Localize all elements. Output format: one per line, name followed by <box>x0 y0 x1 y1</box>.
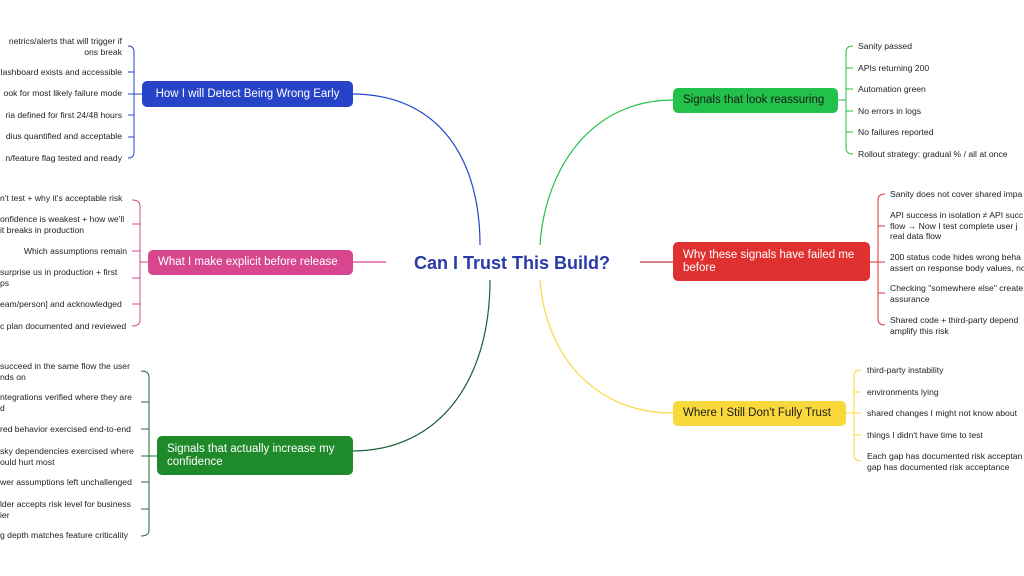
leaf-trust-2[interactable]: environments lying <box>867 387 939 397</box>
leaf-increase-3[interactable]: red behavior exercised end-to-end <box>0 424 131 434</box>
leaf-explicit-1[interactable]: n't test + why it's acceptable risk <box>0 193 123 203</box>
leaf-reassuring-5[interactable]: No failures reported <box>858 127 934 137</box>
leaf-trust-5[interactable]: Each gap has documented risk acceptan ga… <box>867 451 1023 472</box>
leaf-explicit-2[interactable]: onfidence is weakest + how we'll it brea… <box>0 214 125 235</box>
leaf-increase-5[interactable]: wer assumptions left unchallenged <box>0 477 132 487</box>
leaf-reassuring-2[interactable]: APIs returning 200 <box>858 63 930 73</box>
branch-failed[interactable]: Why these signals have failed me before <box>673 242 870 281</box>
leaf-reassuring-1[interactable]: Sanity passed <box>858 41 912 51</box>
leaf-increase-2[interactable]: ntegrations verified where they are d <box>0 392 132 413</box>
leaf-increase-6[interactable]: lder accepts risk level for business ier <box>0 499 131 520</box>
branch-reassuring[interactable]: Signals that look reassuring <box>673 88 838 113</box>
leaf-explicit-6[interactable]: c plan documented and reviewed <box>0 321 127 331</box>
leaf-failed-5[interactable]: Shared code + third-party depend amplify… <box>890 315 1019 336</box>
leaf-trust-4[interactable]: things I didn't have time to test <box>867 430 983 440</box>
leaf-increase-1[interactable]: succeed in the same flow the user nds on <box>0 361 130 382</box>
connector-detect <box>351 93 481 246</box>
bracket-explicit <box>131 199 148 327</box>
bracket-failed <box>870 193 886 326</box>
leaf-detect-5[interactable]: dius quantified and acceptable <box>5 131 122 141</box>
leaf-failed-1[interactable]: Sanity does not cover shared impa <box>890 189 1023 199</box>
branch-explicit[interactable]: What I make explicit before release <box>148 250 353 275</box>
bracket-trust <box>846 369 862 462</box>
leaf-reassuring-6[interactable]: Rollout strategy: gradual % / all at onc… <box>858 149 1008 159</box>
leaf-explicit-3[interactable]: Which assumptions remain <box>23 246 127 256</box>
leaf-reassuring-4[interactable]: No errors in logs <box>858 106 922 116</box>
central-topic[interactable]: Can I Trust This Build? <box>413 252 610 273</box>
leaf-detect-4[interactable]: ria defined for first 24/48 hours <box>5 110 122 120</box>
leaf-detect-2[interactable]: lashboard exists and accessible <box>0 67 122 77</box>
bracket-detect <box>127 45 142 159</box>
leaf-trust-1[interactable]: third-party instability <box>867 365 944 375</box>
leaf-increase-7[interactable]: g depth matches feature criticality <box>0 530 129 540</box>
leaf-trust-3[interactable]: shared changes I might not know about <box>867 408 1018 418</box>
branch-detect[interactable]: How I will Detect Being Wrong Early <box>142 81 353 107</box>
leaf-reassuring-3[interactable]: Automation green <box>858 84 926 94</box>
bracket-increase <box>140 370 157 537</box>
leaf-explicit-4[interactable]: surprise us in production + first ps <box>0 267 118 288</box>
leaf-detect-6[interactable]: n/feature flag tested and ready <box>5 153 122 163</box>
leaf-failed-2[interactable]: API success in isolation ≠ API succ flow… <box>890 210 1024 241</box>
leaf-detect-1[interactable]: netrics/alerts that will trigger if ons … <box>8 36 122 57</box>
bracket-reassuring <box>838 45 854 155</box>
branch-trust[interactable]: Where I Still Don't Fully Trust <box>673 401 846 426</box>
leaf-failed-3[interactable]: 200 status code hides wrong beha assert … <box>890 252 1024 273</box>
leaf-failed-4[interactable]: Checking "somewhere else" create assuran… <box>890 283 1024 304</box>
connector-reassuring <box>539 99 674 246</box>
branch-increase[interactable]: Signals that actually increase my confid… <box>157 436 353 475</box>
connector-increase <box>351 279 491 452</box>
connector-trust <box>539 279 674 414</box>
leaf-explicit-5[interactable]: eam/person] and acknowledged <box>0 299 122 309</box>
leaf-increase-4[interactable]: sky dependencies exercised where ould hu… <box>0 446 134 467</box>
leaf-detect-3[interactable]: ook for most likely failure mode <box>3 88 122 98</box>
